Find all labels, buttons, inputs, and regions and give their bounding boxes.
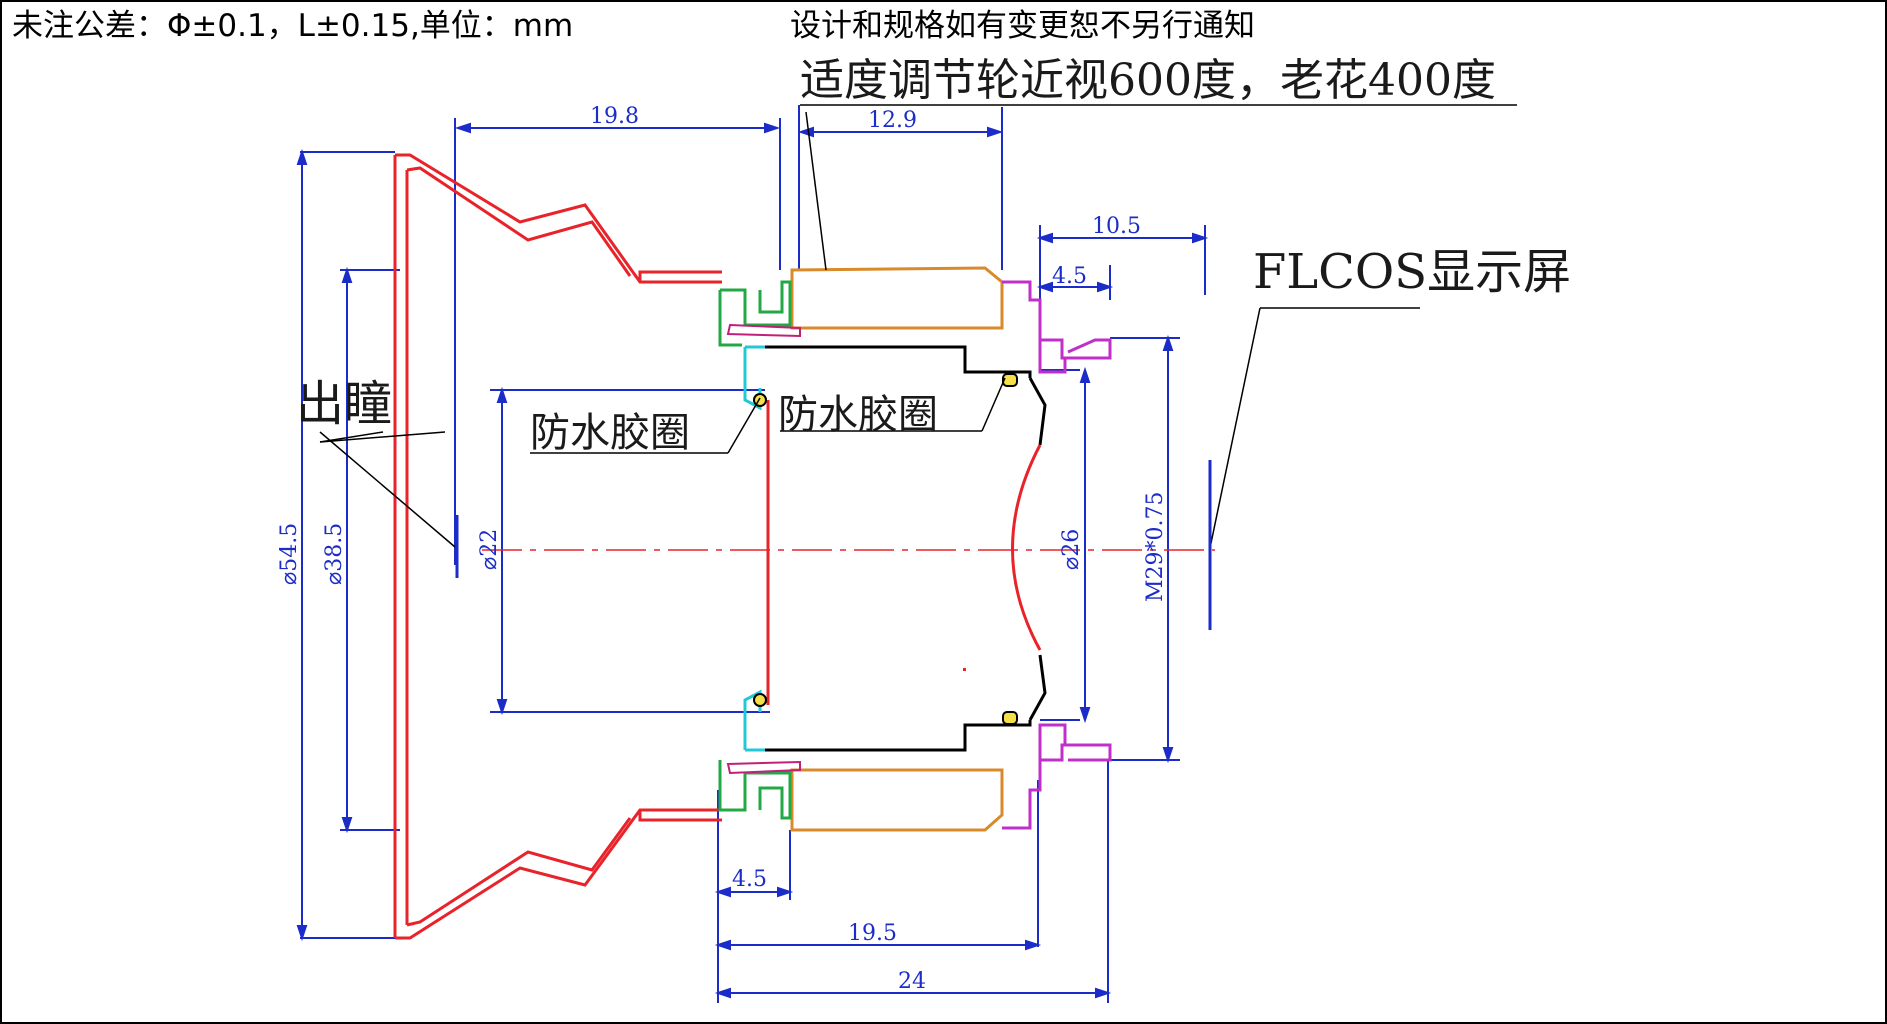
housing <box>765 345 1047 752</box>
leader-lines <box>319 104 1517 549</box>
display-label: FLCOS显示屏 <box>1253 244 1571 300</box>
dim-dia-22: ⌀22 <box>477 529 502 570</box>
dim-24: 24 <box>898 969 926 994</box>
disclaimer-note: 设计和规格如有变更恕不另行通知 <box>790 8 1255 44</box>
dim-19-8: 19.8 <box>590 104 639 129</box>
eyecup <box>393 153 722 940</box>
extension-lines <box>300 105 1206 1003</box>
dim-4-5-top: 4.5 <box>1052 264 1087 289</box>
front-retainer <box>718 280 792 820</box>
lens-retainer <box>726 323 801 775</box>
mount <box>1002 280 1112 830</box>
tolerance-note: 未注公差：Φ±0.1，L±0.15,单位：mm <box>12 8 574 44</box>
dimension-lines <box>296 122 1209 999</box>
dim-12-9: 12.9 <box>868 108 917 133</box>
dim-19-5: 19.5 <box>848 921 897 946</box>
diopter-note: 适度调节轮近视600度，老花400度 <box>800 55 1496 106</box>
focus-ring <box>790 266 1004 832</box>
seal-left-label: 防水胶圈 <box>530 410 690 456</box>
dim-dia-26: ⌀26 <box>1059 529 1084 570</box>
detail-dot <box>963 668 966 671</box>
field-lens <box>766 400 1042 705</box>
dim-4-5-bottom: 4.5 <box>732 867 767 892</box>
dim-dia-38-5: ⌀38.5 <box>322 523 347 585</box>
dim-thread-m29: M29*0.75 <box>1143 491 1168 602</box>
exit-pupil-label: 出瞳 <box>296 376 392 432</box>
dim-10-5: 10.5 <box>1092 214 1141 239</box>
dim-dia-54-5: ⌀54.5 <box>277 523 302 585</box>
seal-right-label: 防水胶圈 <box>778 392 938 438</box>
